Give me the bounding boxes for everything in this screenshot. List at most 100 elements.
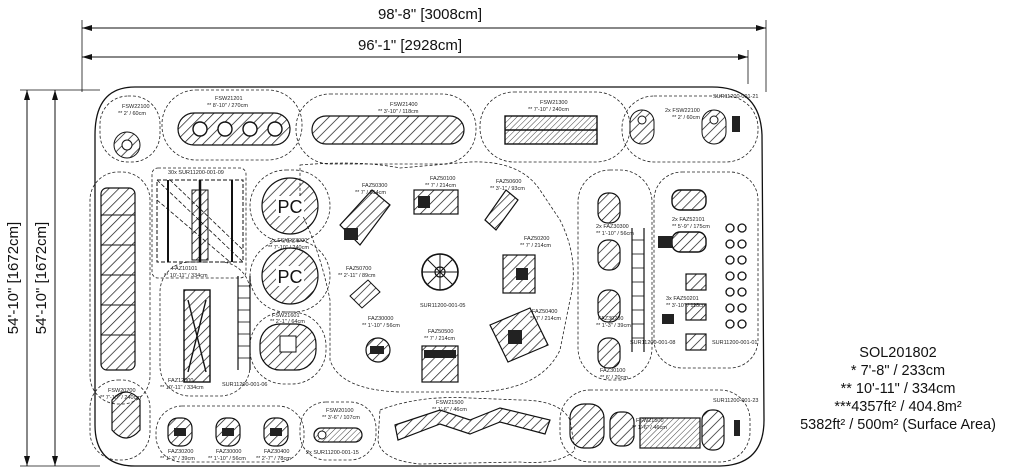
- label-sur-01: SUR11200-001-01: [712, 340, 757, 346]
- label-sur-15: 2x SUR11200-001-15: [306, 450, 359, 456]
- label-faz50201-dim: ** 3'-10" / 118cm: [666, 303, 707, 309]
- label-sur-tr: SUR11200-001-21: [713, 94, 758, 100]
- label-fsw20100-dim: ** 3'-6" / 107cm: [322, 415, 360, 421]
- label-faz30300-dim: ** 1'-10" / 56cm: [596, 231, 634, 237]
- label-faz50300: FAZ50300: [362, 183, 387, 189]
- equipment-pc-lower: PC: [261, 247, 319, 305]
- equipment-faz30100: [597, 337, 621, 369]
- label-fsw20700: FSW20700: [108, 388, 136, 394]
- label-faz30200-r-dim: ** 1'-3" / 39cm: [596, 323, 631, 329]
- label-fsw21601: FSW21601: [272, 313, 300, 319]
- equipment-faz52101: [658, 189, 707, 253]
- equipment-net-frame: [156, 179, 244, 263]
- label-fsw22100-tr-dim: ** 2' / 60cm: [672, 115, 700, 121]
- label-faz10101: FAZ10101: [172, 266, 197, 272]
- label-faz50700-dim: ** 2'-11" / 89cm: [338, 273, 376, 279]
- label-faz52101-dim: ** 5'-9" / 175cm: [672, 224, 710, 230]
- equipment-faz50500: [421, 345, 459, 383]
- label-fsw20100: FSW20100: [326, 408, 354, 414]
- equipment-sur11200-01: [725, 223, 747, 329]
- label-fsw-br-dim: ** 1'-6" / 46cm: [632, 425, 667, 431]
- equipment-labels: FSW22100 ** 2' / 60cm FSW21201 ** 8'-10"…: [100, 94, 758, 462]
- height-note-2: ** 10'-11" / 334cm: [840, 381, 956, 397]
- equipment-fsw22100-right: [629, 109, 740, 145]
- equipment-fsw21400: [311, 115, 465, 145]
- equipment-faz50100: [413, 189, 459, 215]
- label-faz50400: FAZ50400: [532, 309, 557, 315]
- label-faz50400-dim: ** 7' / 214cm: [530, 316, 561, 322]
- label-faz30000: FAZ30000: [368, 316, 393, 322]
- equipment-fsw20100: [313, 427, 363, 443]
- overall-width-label: 98'-8" [3008cm]: [378, 6, 482, 23]
- equipment-faz30400: [263, 417, 289, 447]
- equipment-fsw21601: [259, 323, 317, 371]
- label-sur-09: 30x SUR11200-001-09: [168, 170, 224, 176]
- equipment-faz50201: [662, 273, 707, 351]
- label-faz30100: FAZ30100: [600, 368, 625, 374]
- label-faz30100-dim: ** 6' / 20cm: [600, 375, 628, 381]
- equipment-faz50700: [349, 279, 381, 309]
- equipment-faz50400: [489, 307, 549, 363]
- label-fsw21201-dim: ** 8'-10" / 270cm: [207, 103, 248, 109]
- label-faz50600-dim: ** 3'-1" / 93cm: [490, 186, 525, 192]
- label-faz30400: FAZ30400: [264, 449, 289, 455]
- surface-boundary: [94, 86, 765, 467]
- label-sur-23: SUR11200-001-23: [713, 398, 758, 404]
- label-faz30300: 2x FAZ30300: [596, 224, 629, 230]
- label-faz30000-dim: ** 1'-10" / 56cm: [362, 323, 400, 329]
- svg-text:PC: PC: [277, 267, 302, 287]
- equipment-fsw21201: [177, 112, 291, 146]
- label-fsw-br: FSW21500: [636, 418, 664, 424]
- equipment-fsw21500: [394, 407, 551, 441]
- area-note: ***4357ft² / 404.8m²: [834, 399, 962, 415]
- label-faz50700: FAZ50700: [346, 266, 371, 272]
- equipment-left-vertical: [100, 187, 136, 371]
- label-fsw21300: FSW21300: [540, 100, 568, 106]
- surface-area-note: 5382ft² / 500m² (Surface Area): [800, 417, 996, 433]
- label-faz50300-dim: ** 7' / 214cm: [355, 190, 386, 196]
- label-faz30200-b-dim: ** 1'-3" / 39cm: [160, 456, 195, 462]
- plan-code: SOL201802: [859, 345, 937, 361]
- label-fsy: 2x FSYR23900: [270, 238, 307, 244]
- equipment-faz30200-bottom: [167, 417, 193, 447]
- svg-text:PC: PC: [277, 197, 302, 217]
- label-fsw22100-tl-dim: ** 2' / 60cm: [118, 111, 146, 117]
- dimension-top-overall: 98'-8" [3008cm]: [81, 4, 767, 92]
- label-fsw21500: FSW21500: [436, 400, 464, 406]
- label-faz50600: FAZ50600: [496, 179, 521, 185]
- dimension-left-outer: 54'-10" [1672cm]: [5, 89, 100, 467]
- label-sur-05: SUR11200-001-05: [420, 303, 465, 309]
- equipment-fsw20700: [111, 391, 141, 439]
- label-faz50500-dim: ** 7' / 214cm: [424, 336, 455, 342]
- outer-height-label: 54'-10" [1672cm]: [5, 222, 22, 334]
- label-fsw21400: FSW21400: [390, 102, 418, 108]
- label-faz30200-r: FAZ30200: [598, 316, 623, 322]
- dimension-top-inner: 96'-1" [2928cm]: [82, 37, 749, 84]
- label-fsw21601-dim: ** 2'-1" / 64cm: [270, 319, 305, 325]
- equipment-ladder-right: [631, 228, 645, 352]
- equipment-bottom-right-cluster: [569, 403, 740, 451]
- equipment-faz30200-right: [597, 289, 621, 323]
- equipment-fsw21300: [504, 115, 598, 145]
- label-sur-08: SUR11200-001-08: [630, 340, 675, 346]
- label-fsw22100-tr: 2x FSW22100: [665, 108, 700, 114]
- label-faz30000-b-dim: ** 1'-10" / 56cm: [208, 456, 246, 462]
- equipment-ladder-left: [237, 276, 251, 370]
- inner-height-label: 54'-10" [1672cm]: [33, 222, 50, 334]
- equipment-faz30000-bottom: [215, 417, 241, 447]
- label-faz52101: 2x FAZ52101: [672, 217, 705, 223]
- plan-summary: SOL201802 * 7'-8" / 233cm ** 10'-11" / 3…: [778, 344, 1018, 434]
- equipment-pc-upper: PC: [261, 177, 319, 235]
- label-fsw21300-dim: ** 7'-10" / 240cm: [528, 107, 569, 113]
- dimension-left-inner: 54'-10" [1672cm]: [33, 90, 58, 466]
- label-fsy-dim: ** 7'-10" / 240cm: [268, 245, 309, 251]
- label-faz12000: FAZ12000: [168, 378, 193, 384]
- label-faz50200: FAZ50200: [524, 236, 549, 242]
- equipment-faz30300: [597, 192, 621, 271]
- label-faz12000-dim: ** 10'-11" / 334cm: [160, 385, 204, 391]
- label-fsw21201: FSW21201: [215, 96, 243, 102]
- equipment-faz30000: [365, 337, 391, 363]
- label-fsw22100-tl: FSW22100: [122, 104, 150, 110]
- label-fsw20700-dim: ** 7'-10" / 240cm: [100, 395, 141, 401]
